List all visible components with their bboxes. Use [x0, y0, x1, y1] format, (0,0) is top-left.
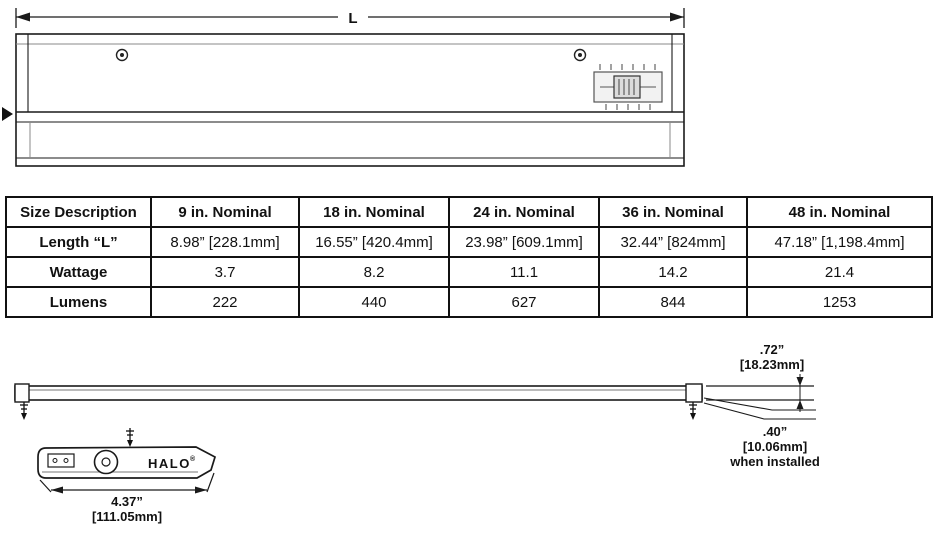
cell-lumens-36in: 844	[598, 286, 748, 318]
fixture-end-profile-view	[37, 446, 217, 479]
cell-length-24in: 23.98” [609.1mm]	[448, 226, 600, 258]
length-dimension-label: L	[348, 10, 357, 27]
cell-length-9in: 8.98” [228.1mm]	[150, 226, 300, 258]
cell-lumens-18in: 440	[298, 286, 450, 318]
profile-length-dimension	[39, 472, 215, 494]
row-label-wattage: Wattage	[5, 256, 152, 288]
cell-wattage-36in: 14.2	[598, 256, 748, 288]
profile-screw-icon	[126, 428, 134, 447]
cell-lumens-24in: 627	[448, 286, 600, 318]
col-header-24in: 24 in. Nominal	[448, 196, 600, 228]
brand-logo: HALO	[148, 456, 191, 471]
profile-length-label: 4.37”	[111, 494, 143, 509]
col-header-9in: 9 in. Nominal	[150, 196, 300, 228]
col-header-48in: 48 in. Nominal	[746, 196, 933, 228]
cell-length-48in: 47.18” [1,198.4mm]	[746, 226, 933, 258]
mounting-screw-right-icon	[689, 402, 697, 420]
face-screw-left-icon	[115, 48, 129, 62]
profile-length-mm-label: [111.05mm]	[92, 509, 162, 524]
fixture-front-view: L	[2, 8, 685, 167]
table-row-wattage: Wattage 3.7 8.2 11.1 14.2 21.4	[5, 256, 933, 288]
col-header-size-description: Size Description	[5, 196, 152, 228]
col-header-18in: 18 in. Nominal	[298, 196, 450, 228]
cell-wattage-48in: 21.4	[746, 256, 933, 288]
depth-dimension-label: .40”	[763, 424, 788, 439]
cell-wattage-24in: 11.1	[448, 256, 600, 288]
fixture-side-view	[14, 383, 703, 403]
row-label-lumens: Lumens	[5, 286, 152, 318]
lens-pointer-icon	[2, 107, 13, 121]
fixture-side-views: .72” [18.23mm] .40” [10.06mm] when insta…	[14, 342, 820, 524]
cct-slider-switch	[593, 64, 663, 110]
cell-lumens-9in: 222	[150, 286, 300, 318]
col-header-36in: 36 in. Nominal	[598, 196, 748, 228]
height-dimension-label: .72”	[760, 342, 785, 357]
cell-wattage-18in: 8.2	[298, 256, 450, 288]
table-header-row: Size Description 9 in. Nominal 18 in. No…	[5, 196, 933, 228]
cell-lumens-48in: 1253	[746, 286, 933, 318]
cell-wattage-9in: 3.7	[150, 256, 300, 288]
depth-dimension-note: when installed	[729, 454, 820, 469]
mounting-screw-left-icon	[20, 402, 28, 420]
table-row-lumens: Lumens 222 440 627 844 1253	[5, 286, 933, 318]
depth-dimension-mm-label: [10.06mm]	[743, 439, 807, 454]
height-dimension	[706, 374, 814, 412]
height-dimension-mm-label: [18.23mm]	[740, 357, 804, 372]
brand-registered-mark: ®	[190, 455, 196, 463]
spec-table: Size Description 9 in. Nominal 18 in. No…	[5, 196, 933, 318]
depth-dimension	[703, 397, 816, 420]
length-dimension	[15, 8, 685, 28]
cell-length-18in: 16.55” [420.4mm]	[298, 226, 450, 258]
cell-length-36in: 32.44” [824mm]	[598, 226, 748, 258]
table-row-length: Length “L” 8.98” [228.1mm] 16.55” [420.4…	[5, 226, 933, 258]
row-label-length: Length “L”	[5, 226, 152, 258]
face-screw-right-icon	[573, 48, 587, 62]
